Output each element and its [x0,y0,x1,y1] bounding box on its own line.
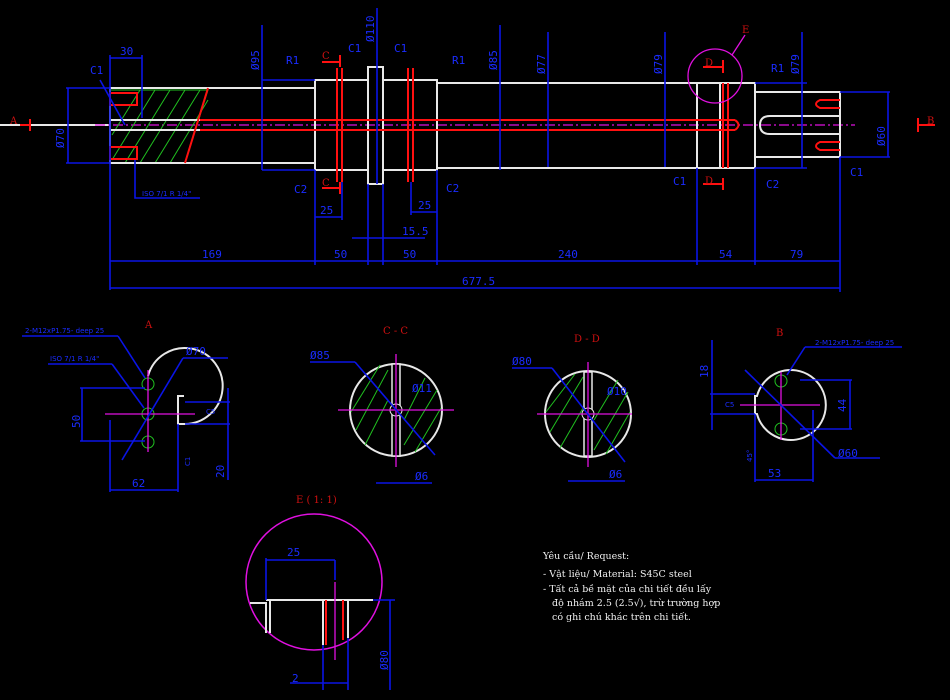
dim-25a: 25 [320,204,333,217]
dim-25b: 25 [418,199,431,212]
view-dd-title: D - D [574,334,600,345]
dim-dia-70: Ø70 [54,128,67,148]
hatch-lines [111,89,209,164]
dim-240: 240 [558,248,578,261]
view-b: B 2-M12xP1.75- deep 25 18 44 C5 Ø60 53 4… [698,328,902,482]
view-dd-dia: Ø80 [512,355,532,368]
dim-dia-110: Ø110 [364,16,377,43]
detail-e-view: E ( 1: 1) 25 2 Ø80 [245,495,395,690]
detail-e-dim-2: 2 [292,672,299,685]
chamfer-c2-a: C2 [294,183,307,196]
section-d-bottom-label: D [705,176,713,187]
view-b-dim-44: 44 [836,398,849,412]
view-b-angle: 45° [746,450,754,462]
section-d-top-label: D [705,58,713,69]
chamfer-c2-b: C2 [446,182,459,195]
dim-50a: 50 [334,248,347,261]
view-a-dia: Ø70 [186,345,206,358]
view-a-tap-note: 2-M12xP1.75- deep 25 [25,327,104,335]
view-cc: C - C Ø85 Ø11 Ø6 [310,326,454,484]
detail-e-circle [687,48,743,104]
shaft-steps [110,80,840,170]
section-b-label: B [927,116,934,127]
view-dd-slot: Ø6 [609,468,622,481]
view-dd-hole: Ø10 [607,385,627,398]
dim-79: 79 [790,248,803,261]
detail-e-leader [731,34,746,56]
dim-54: 54 [719,248,733,261]
detail-e-dim-25: 25 [287,546,300,559]
chamfer-c1-flange-left: C1 [348,42,361,55]
dim-30: 30 [120,45,133,58]
view-cc-slot: Ø6 [415,470,428,483]
dim-dia-77: Ø77 [535,54,548,74]
view-b-dia: Ø60 [838,447,858,460]
notes-line-1: - Vật liệu/ Material: S45C steel [543,569,692,580]
radius-r1-b: R1 [452,54,465,67]
view-b-dim-18: 18 [698,365,711,378]
dimension-lines [66,8,890,292]
notes-heading: Yêu cầu/ Request: [542,551,629,562]
notes-line-4: có ghi chú khác trên chi tiết. [552,612,691,623]
dim-dia-85: Ø85 [487,50,500,70]
main-shaft-view: A C C D D E B 30 Ø70 Ø95 Ø110 Ø85 Ø77 [0,8,935,292]
view-a-dim-62: 62 [132,477,145,490]
radius-r1-a: R1 [286,54,299,67]
view-a-dim-20: 20 [214,465,227,478]
view-b-outline [754,369,827,441]
view-cc-hole: Ø11 [412,382,432,395]
dim-dia-79a: Ø79 [652,54,665,74]
view-a: A 2-M12xP1.75- deep 25 ISO 7/1 R 1/4" Ø7… [22,320,230,492]
detail-e-dia: Ø80 [378,650,391,670]
bore-and-grooves [109,68,840,182]
view-a-iso-note: ISO 7/1 R 1/4" [50,355,99,363]
dim-15-5: 15.5 [402,225,429,238]
view-a-outline [147,347,224,426]
view-cc-title: C - C [383,326,408,337]
view-b-dim-53: 53 [768,467,781,480]
dim-50b: 50 [403,248,416,261]
dim-169: 169 [202,248,222,261]
view-a-c5: C5 [206,408,215,416]
view-a-c1: C1 [184,457,192,466]
detail-e-title: E ( 1: 1) [296,495,337,506]
dim-dia-95: Ø95 [249,50,262,70]
view-a-dim-50: 50 [70,415,83,428]
notes-line-2: - Tất cả bề mặt của chi tiết đều lấy [543,584,712,595]
radius-r1-c: R1 [771,62,784,75]
thread-note: ISO 7/1 R 1/4" [142,190,191,198]
view-cc-dia: Ø85 [310,349,330,362]
chamfer-c1-flange-right: C1 [394,42,407,55]
dim-overall: 677.5 [462,275,495,288]
view-b-title: B [776,328,783,339]
chamfer-c1-left: C1 [90,64,103,77]
chamfer-c1-mid: C1 [673,175,686,188]
section-a-label: A [9,116,18,127]
view-a-title: A [144,320,153,331]
view-b-c5: C5 [725,401,734,409]
notes-line-3: độ nhám 2.5 (2.5√), trừ trường hợp [552,598,720,609]
requirements-notes: Yêu cầu/ Request: - Vật liệu/ Material: … [542,551,720,623]
section-c-bottom-label: C [322,178,330,189]
dim-dia-79b: Ø79 [789,54,802,74]
chamfer-c2-c: C2 [766,178,779,191]
dim-dia-60: Ø60 [875,126,888,146]
section-markers [20,55,935,194]
section-c-top-label: C [322,51,330,62]
view-dd: D - D Ø80 Ø10 Ø6 [512,334,632,482]
chamfer-c1-right: C1 [850,166,863,179]
view-b-tap-note: 2-M12xP1.75- deep 25 [815,339,894,347]
detail-e-label: E [742,25,749,36]
